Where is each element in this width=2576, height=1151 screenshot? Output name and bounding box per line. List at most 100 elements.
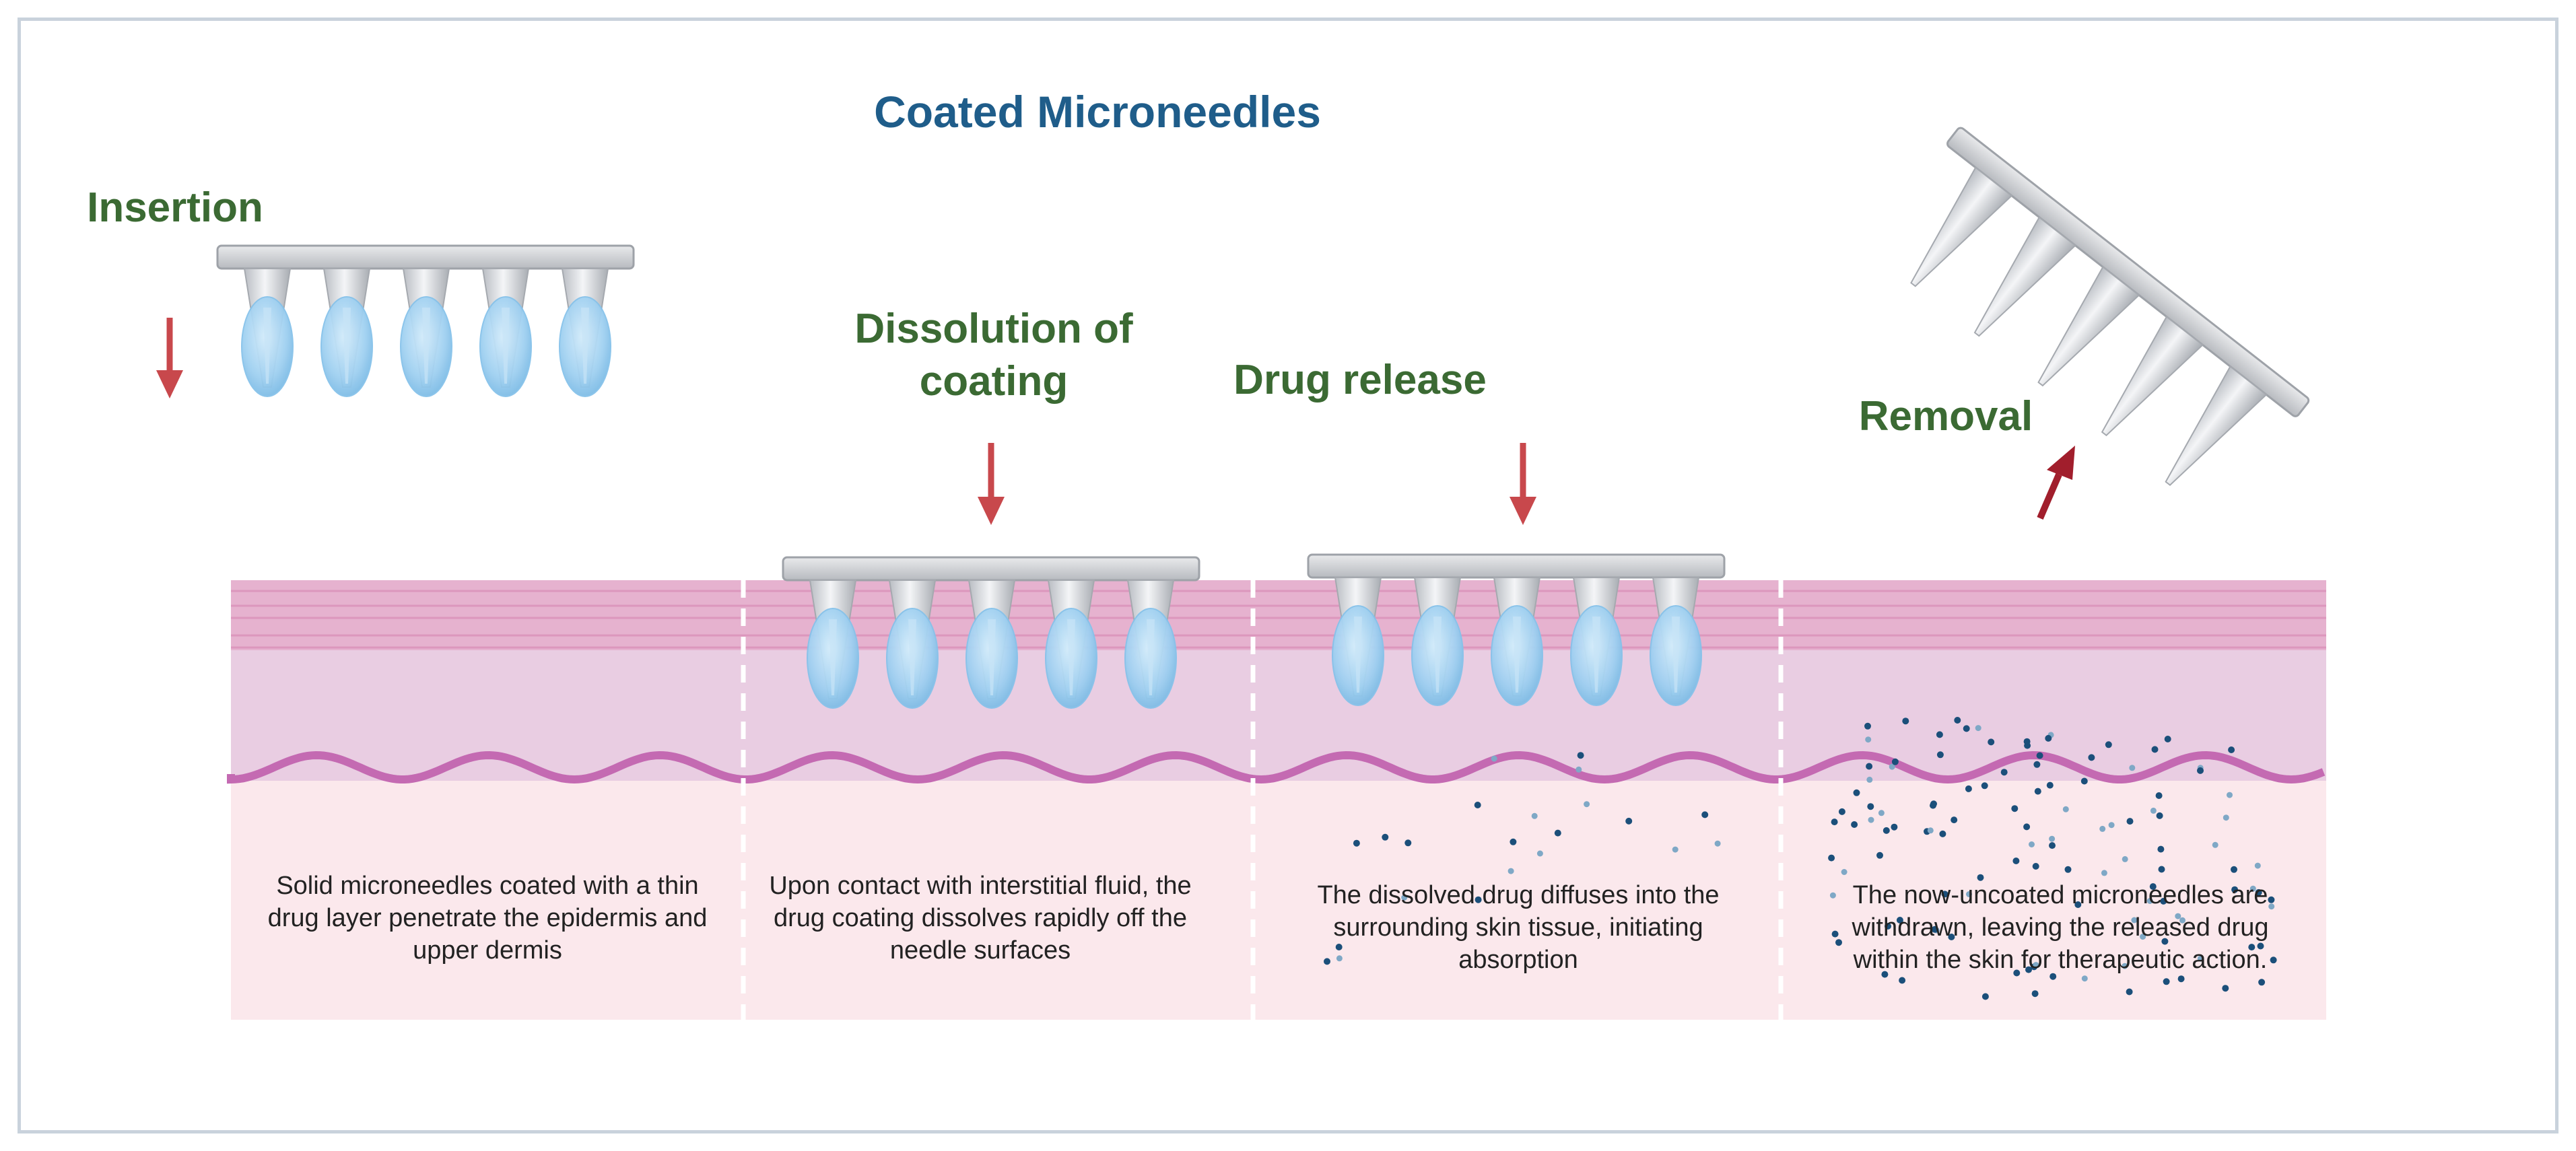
drug-particle-icon [2155, 792, 2163, 799]
drug-particle-icon [1954, 717, 1961, 724]
drug-particle-icon [1931, 926, 1938, 933]
drug-particle-icon [2045, 734, 2052, 742]
drug-particle-icon [1883, 827, 1890, 834]
drug-particle-icon [2129, 765, 2136, 771]
drug-particle-icon [1941, 891, 1948, 898]
drug-particle-icon [2033, 962, 2039, 969]
drug-particle-icon [1864, 722, 1871, 730]
drug-particle-icon [1672, 846, 1679, 853]
drug-particle-icon [1981, 782, 1988, 790]
drug-particle-icon [2046, 781, 2054, 789]
drug-particle-icon [2163, 978, 2170, 985]
drug-particle-icon [2268, 903, 2275, 910]
drug-particle-icon [1902, 718, 1909, 725]
drug-particle-icon [2158, 866, 2165, 873]
drug-particle-icon [1828, 854, 1835, 862]
patch-backing [782, 556, 1200, 582]
drug-particle-icon [1889, 763, 1895, 770]
drug-particle-icon [2197, 955, 2204, 962]
drug-particle-icon [2131, 917, 2138, 923]
drug-particle-icon [1336, 955, 1343, 962]
drug-particle-icon [2013, 969, 2021, 977]
drug-particle-icon [1831, 818, 1838, 826]
drug-particle-icon [2000, 769, 2008, 776]
drug-particle-icon [2088, 754, 2095, 761]
drug-particle-icon [1896, 917, 1903, 923]
drug-particle-icon [1510, 838, 1517, 845]
drug-particle-icon [1577, 752, 1584, 759]
drug-particle-icon [1899, 977, 1906, 984]
drug-particle-icon [1988, 738, 1995, 746]
step-label-removal: Removal [1858, 393, 2033, 440]
drug-particle-icon [2034, 788, 2041, 795]
drug-particle-icon [2177, 975, 2185, 983]
drug-particle-icon [2228, 746, 2235, 753]
drug-particle-icon [2025, 966, 2032, 973]
drug-particle-icon [2080, 777, 2088, 785]
panel-dividers [741, 580, 1784, 1020]
drug-particle-icon [1575, 766, 1582, 773]
microneedle-patch-insertion [216, 244, 635, 397]
drug-particle-icon [2108, 822, 2115, 829]
drug-particle-icon [1625, 817, 1633, 825]
drug-particle-icon [1831, 930, 1839, 938]
drug-particle-icon [1335, 944, 1343, 950]
microneedle-icon [2101, 316, 2204, 437]
drug-particle-icon [2156, 812, 2163, 819]
drug-particle-icon [1536, 850, 1543, 857]
drug-particle-icon [1948, 934, 1955, 940]
drug-particle-icon [2157, 845, 2165, 853]
drug-particle-icon [1965, 785, 1972, 792]
microneedle-icon [2165, 365, 2268, 487]
drug-particle-icon [2126, 818, 2134, 825]
dermis-lower-layer [231, 754, 2326, 1020]
microneedle-patch-dissolution [782, 556, 1200, 709]
microneedle-icon [1910, 166, 2013, 287]
drug-particle-icon [1881, 971, 1889, 978]
drug-particle-icon [2033, 761, 2041, 768]
drug-particle-icon [2049, 973, 2057, 980]
drug-particle-icon [1939, 830, 1946, 837]
drug-particle-icon [2036, 752, 2043, 759]
drug-particle-icon [1981, 993, 1989, 1000]
patch-backing [1307, 553, 1726, 579]
microneedle-icon [886, 580, 939, 709]
drug-particle-icon [2011, 805, 2019, 812]
microneedle-icon [1411, 577, 1464, 706]
drug-particle-icon [1966, 891, 1972, 897]
drug-particle-icon [2101, 870, 2107, 876]
drug-particle-icon [1867, 803, 1874, 810]
drug-particle-icon [2254, 862, 2261, 869]
drug-particle-icon [1936, 751, 1944, 759]
drug-particle-icon [1936, 731, 1943, 738]
microneedle-icon [1124, 580, 1177, 709]
drug-particle-icon [1951, 816, 1958, 824]
drug-particle-icon [2049, 835, 2056, 842]
drug-particle-icon [2223, 814, 2229, 821]
microneedle-icon [1973, 216, 2076, 337]
microneedle-icon [400, 268, 452, 397]
microneedle-icon [965, 580, 1018, 709]
drug-particle-icon [1491, 755, 1497, 762]
microneedle-icon [1570, 577, 1623, 706]
drug-particle-icon [1838, 808, 1845, 815]
drug-particle-icon [1927, 827, 1934, 834]
drug-particle-icon [1891, 823, 1898, 831]
drug-particle-icon [2231, 866, 2237, 873]
diagram-title: Coated Microneedles [874, 87, 1321, 137]
microneedle-icon [1332, 577, 1384, 706]
drug-particle-icon [2151, 746, 2159, 753]
skin-cross-section [227, 580, 2326, 1020]
microneedle-icon [1491, 577, 1543, 706]
drug-particle-icon [2074, 901, 2082, 908]
drug-particle-icon [2012, 858, 2020, 864]
step-label-insertion: Insertion [87, 184, 263, 231]
drug-particle-icon [1474, 802, 1481, 808]
drug-particle-icon [2023, 823, 2031, 831]
drug-particle-icon [2105, 741, 2112, 748]
drug-particle-icon [2175, 913, 2181, 919]
drug-particle-icon [2149, 883, 2157, 891]
step-label-drug-release: Drug release [1233, 357, 1487, 403]
drug-particle-icon [1353, 839, 1360, 847]
microneedle-icon [807, 580, 859, 709]
